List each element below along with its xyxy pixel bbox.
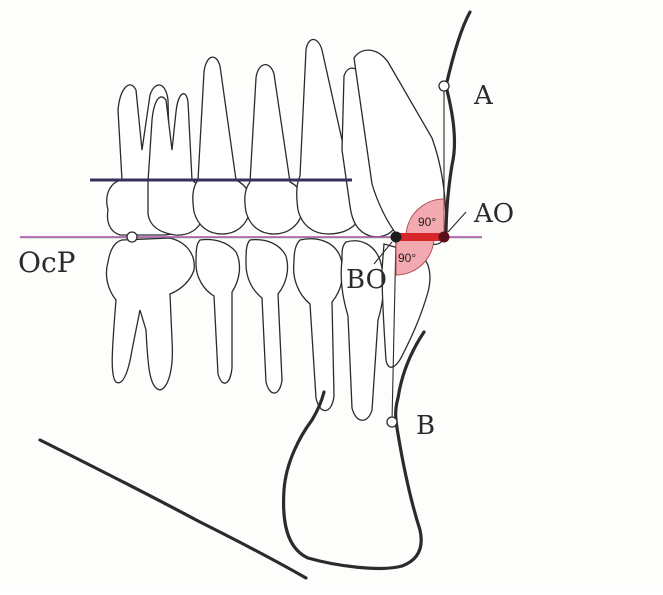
ao-bo-distance-segment xyxy=(396,233,444,241)
bo-point-marker xyxy=(391,232,402,243)
bo-label: BO xyxy=(346,265,387,295)
point-b-label: B xyxy=(416,411,435,441)
point-b-marker xyxy=(387,417,397,427)
point-a-marker xyxy=(439,81,449,91)
point-a-label: A xyxy=(473,81,494,111)
occlusal-plane-point-marker xyxy=(127,232,137,242)
occlusal-plane-label: OcP xyxy=(18,246,75,279)
upper-angle-label: 90° xyxy=(418,215,436,229)
lower-angle-label: 90° xyxy=(398,251,416,265)
ao-label: AO xyxy=(473,199,514,229)
ao-point-marker xyxy=(439,232,450,243)
